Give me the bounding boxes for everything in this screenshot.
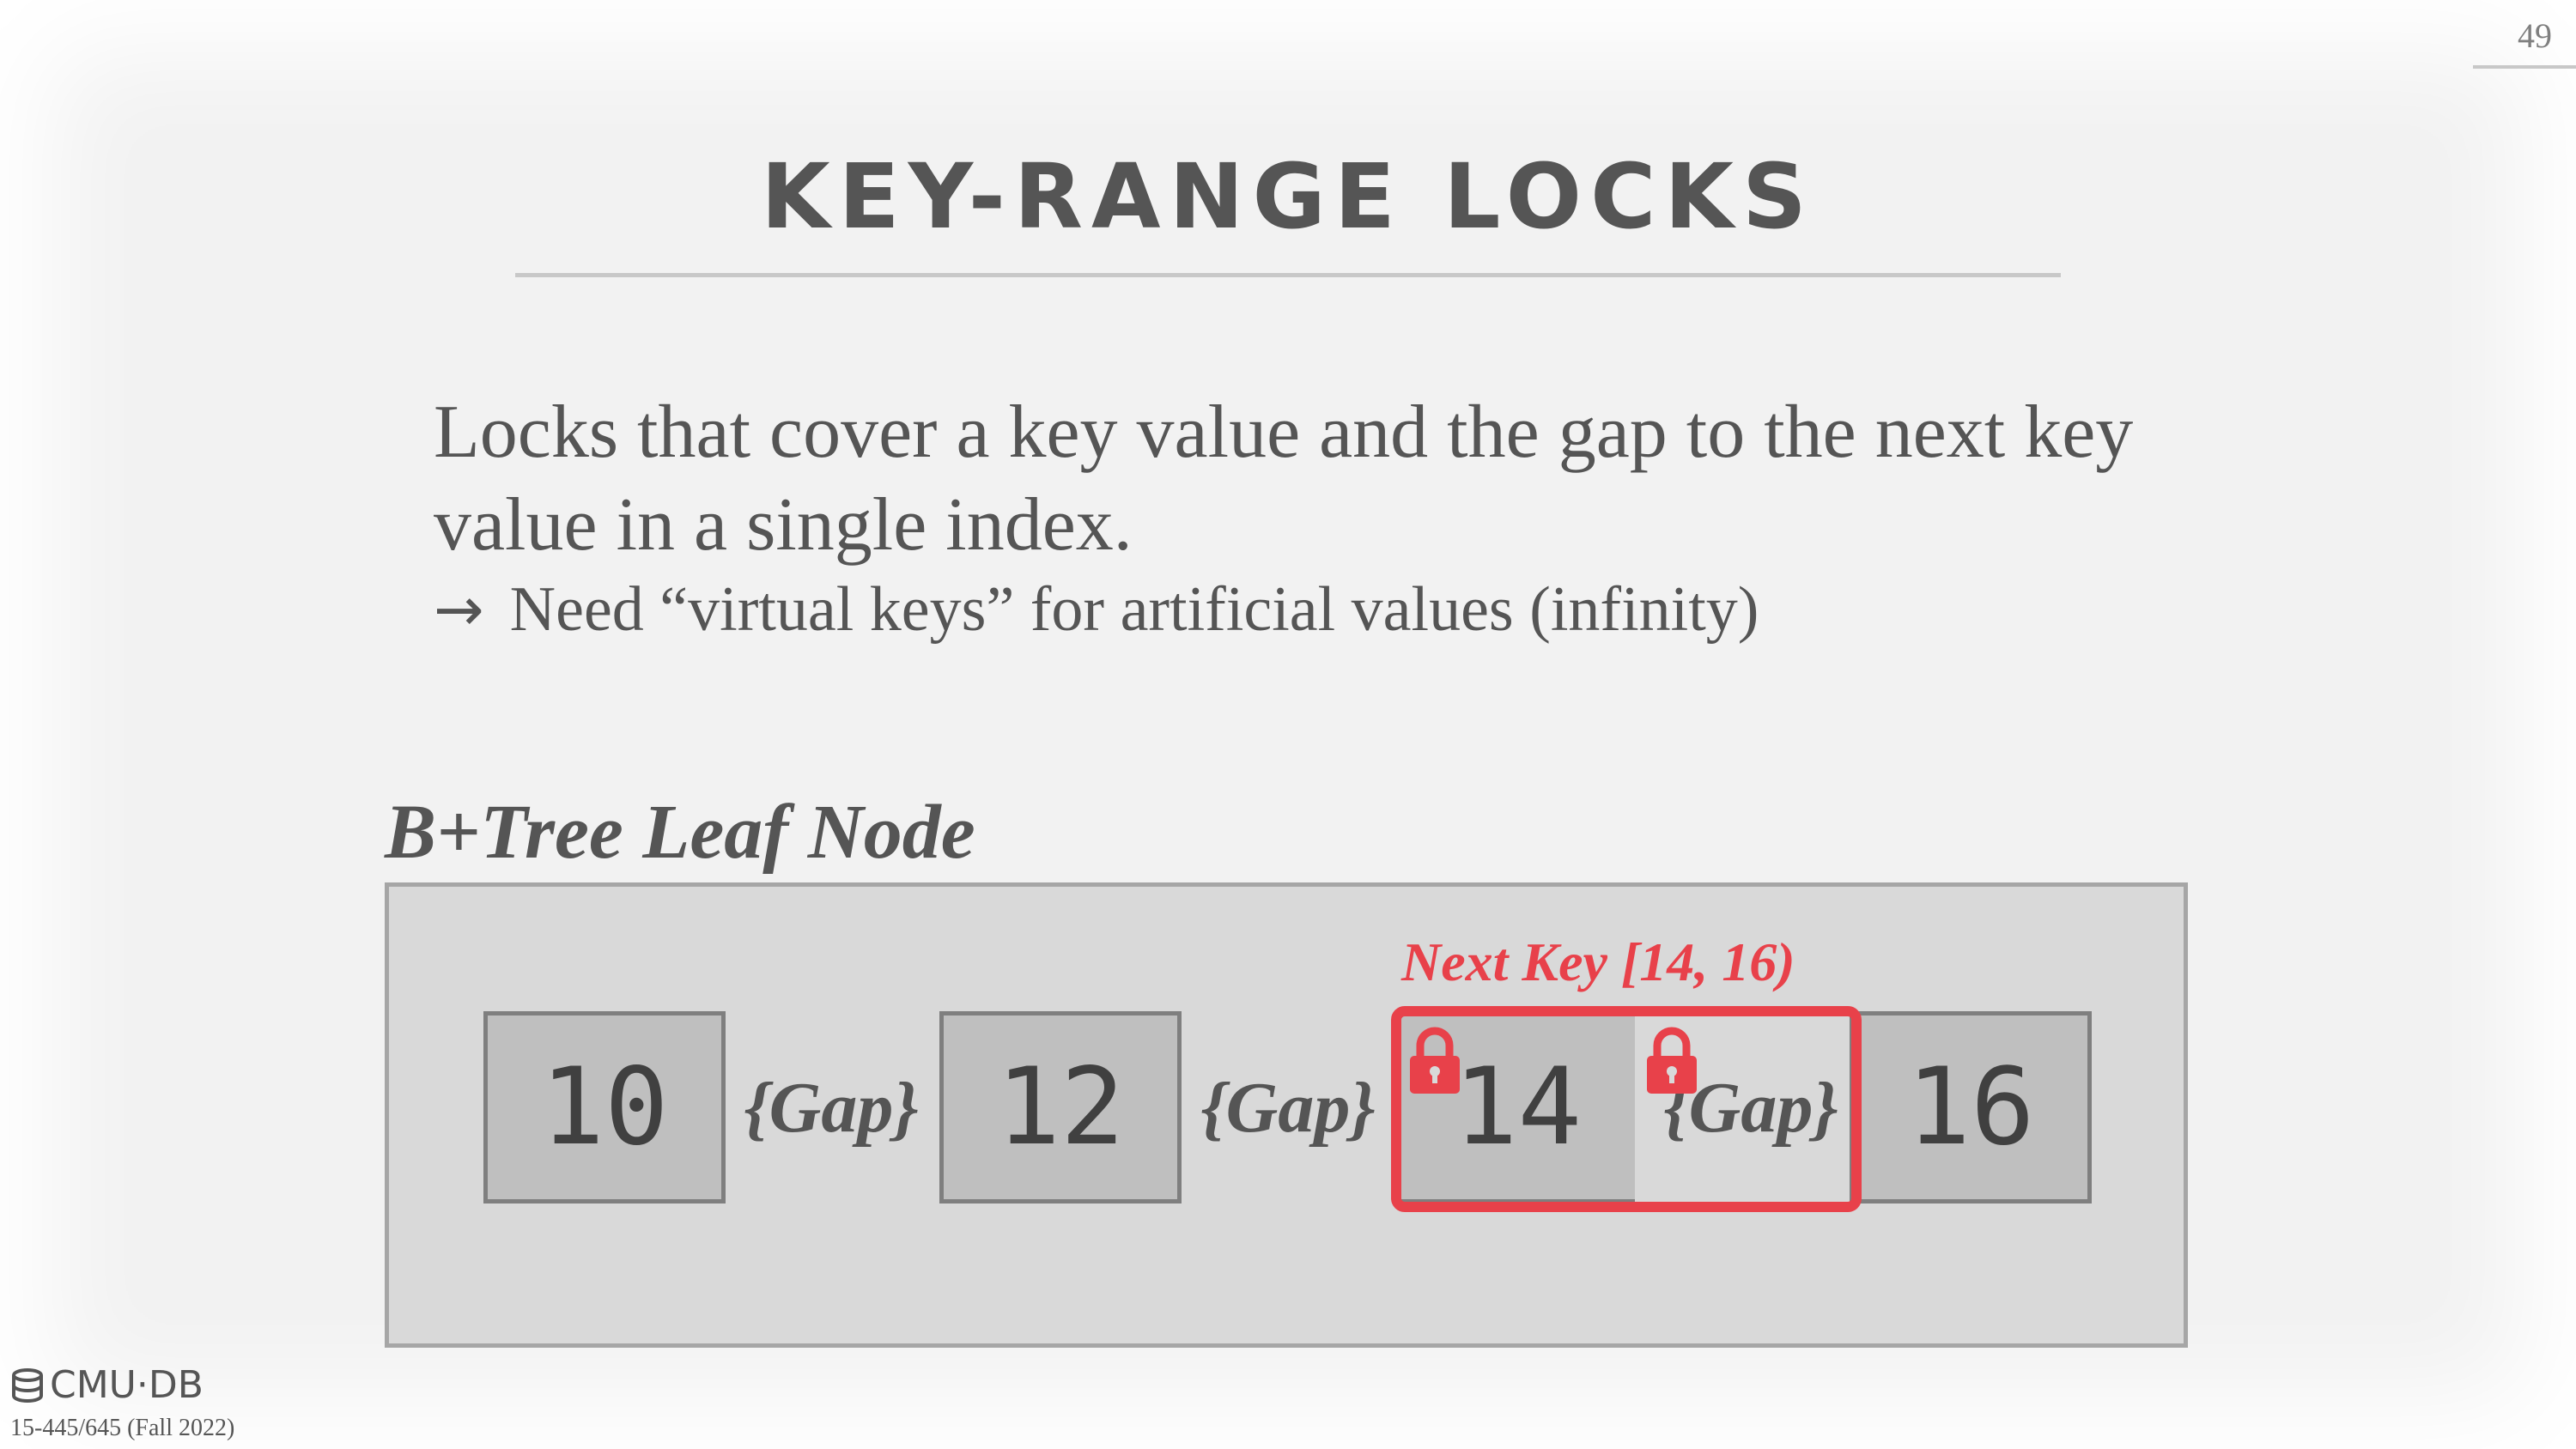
locked-gap-box: {Gap} — [1635, 1011, 1867, 1203]
logo-text: CMU·DB — [50, 1363, 204, 1407]
page-number: 49 — [2518, 16, 2552, 55]
gap-label: {Gap} — [1200, 1067, 1376, 1148]
next-key-lock-label: Next Key [14, 16) — [1401, 931, 1795, 992]
leaf-node-label: B+Tree Leaf Node — [385, 790, 975, 875]
key-box-16: 16 — [1850, 1011, 2092, 1203]
main-point: Locks that cover a key value and the gap… — [434, 391, 2134, 567]
key-box-12: 12 — [939, 1011, 1182, 1203]
gap-label: {Gap} — [744, 1067, 919, 1148]
body-text: Locks that cover a key value and the gap… — [434, 386, 2151, 652]
title-divider — [515, 273, 2061, 277]
sub-point-text: Need “virtual keys” for artificial value… — [509, 574, 1759, 645]
lock-range-highlight — [1391, 1006, 1862, 1212]
sub-point: → Need “virtual keys” for artificial valu… — [434, 567, 2151, 652]
page-number-rule — [2473, 65, 2576, 69]
course-label: 15-445/645 (Fall 2022) — [10, 1415, 235, 1441]
slide-title: KEY-RANGE LOCKS — [761, 144, 1815, 249]
key-box-14: 14 — [1396, 1011, 1638, 1203]
database-icon — [12, 1367, 43, 1403]
arrow-icon: → — [434, 574, 484, 645]
key-box-10: 10 — [483, 1011, 726, 1203]
cmu-db-logo: CMU·DB — [10, 1363, 204, 1407]
lock-icon — [1647, 1027, 1697, 1094]
lock-icon — [1410, 1027, 1460, 1094]
